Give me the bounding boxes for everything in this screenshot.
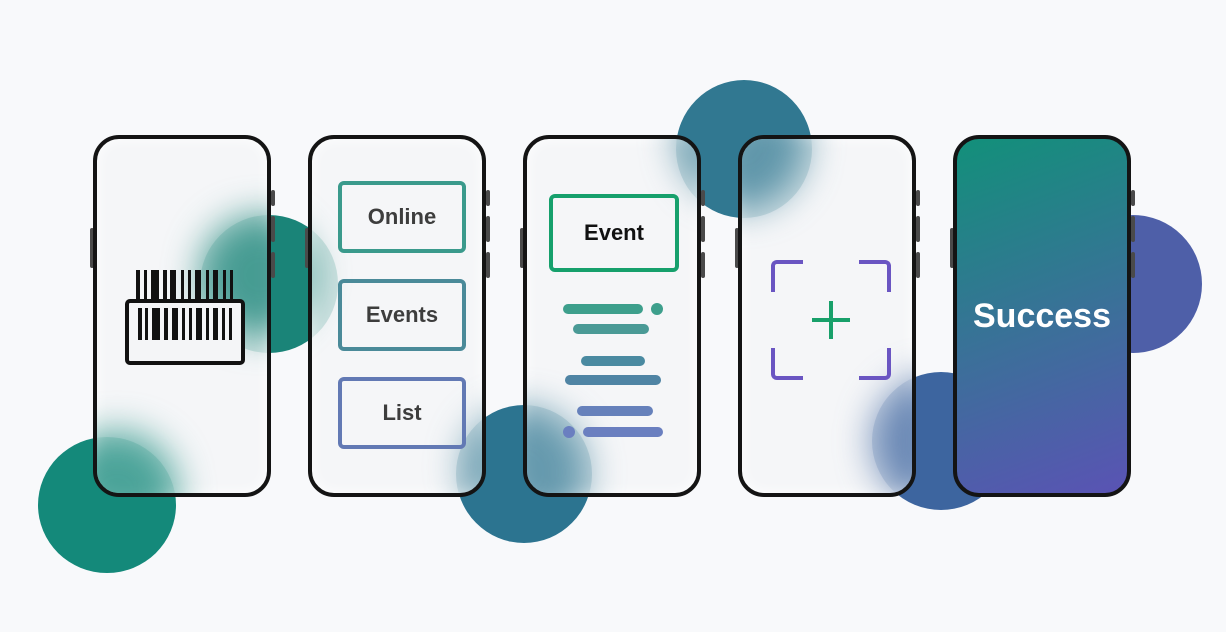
- phone-side-button: [271, 252, 275, 278]
- phone-side-button: [90, 228, 94, 268]
- menu-item-online[interactable]: Online: [338, 181, 466, 253]
- phone-side-button: [701, 252, 705, 278]
- success-label: Success: [973, 297, 1111, 335]
- detail-line: [581, 356, 645, 366]
- detail-dot: [563, 426, 575, 438]
- phone-side-button: [520, 228, 524, 268]
- frame-corner-bottom-left: [771, 348, 803, 380]
- phone-side-button: [735, 228, 739, 268]
- detail-line: [577, 406, 653, 416]
- plus-icon: [829, 301, 833, 339]
- phone-side-button: [271, 190, 275, 206]
- frosted-circle: [308, 215, 312, 335]
- detail-line: [565, 375, 661, 385]
- menu-item-events[interactable]: Events: [338, 279, 466, 351]
- phone-side-button: [1131, 190, 1135, 206]
- phone-side-button: [701, 190, 705, 206]
- detail-line: [563, 304, 643, 314]
- barcode-scanner-icon: [125, 270, 245, 365]
- frame-corner-bottom-right: [859, 348, 891, 380]
- phone-side-button: [916, 252, 920, 278]
- detail-dot: [651, 303, 663, 315]
- phone-scan-screen: [738, 135, 916, 497]
- detail-line: [583, 427, 663, 437]
- phone-side-button: [486, 190, 490, 206]
- add-scan-frame-icon[interactable]: [771, 260, 891, 380]
- phone-menu-screen: Online Events List: [308, 135, 486, 497]
- phone-side-button: [916, 190, 920, 206]
- phone-side-button: [701, 216, 705, 242]
- phone-side-button: [305, 228, 309, 268]
- frosted-circle: [97, 431, 177, 493]
- menu-item-list[interactable]: List: [338, 377, 466, 449]
- phone-event-screen: Event: [523, 135, 701, 497]
- phone-success-screen: Success: [953, 135, 1131, 497]
- frosted-circle: [742, 139, 806, 209]
- frosted-circle: [872, 376, 912, 493]
- frame-corner-top-right: [859, 260, 891, 292]
- detail-line: [573, 324, 649, 334]
- phone-side-button: [486, 252, 490, 278]
- phone-barcode-screen: [93, 135, 271, 497]
- phone-side-button: [916, 216, 920, 242]
- event-title-card[interactable]: Event: [549, 194, 679, 272]
- phone-side-button: [486, 216, 490, 242]
- phone-side-button: [950, 228, 954, 268]
- frosted-circle: [527, 407, 587, 493]
- phone-side-button: [1131, 252, 1135, 278]
- phone-side-button: [271, 216, 275, 242]
- phone-side-button: [1131, 216, 1135, 242]
- frame-corner-top-left: [771, 260, 803, 292]
